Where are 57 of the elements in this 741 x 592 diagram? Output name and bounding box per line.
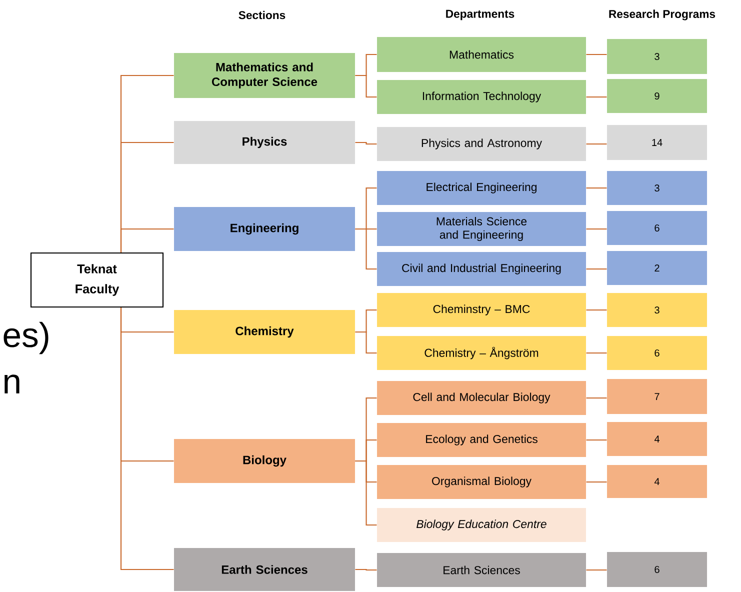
section-box: Chemistry [174, 310, 355, 354]
department-box: Biology Education Centre [377, 508, 586, 542]
connector-line [586, 397, 607, 399]
department-box: Information Technology [377, 80, 586, 114]
department-box: Materials Science and Engineering [377, 212, 586, 246]
connector-line [355, 74, 377, 98]
program-count-box: 3 [607, 171, 708, 205]
connector-line [355, 228, 377, 270]
department-box: Civil and Industrial Engineering [377, 252, 586, 286]
section-box: Earth Sciences [174, 548, 355, 591]
department-box: Earth Sciences [377, 553, 586, 587]
column-heading: Departments [446, 10, 514, 20]
program-count-box: 2 [607, 251, 708, 285]
department-box: Physics and Astronomy [377, 127, 586, 161]
faculty-box: Teknat Faculty [30, 252, 164, 308]
column-heading: Research Programs [609, 10, 716, 20]
program-count-box: 4 [607, 422, 708, 456]
department-box: Ecology and Genetics [377, 423, 586, 457]
department-box: Electrical Engineering [377, 171, 586, 205]
department-box: Chemistry – Ångström [377, 336, 586, 370]
connector-line [586, 439, 607, 441]
program-count-box: 6 [607, 336, 708, 370]
program-count-box: 4 [607, 465, 708, 498]
partial-text: n [4, 374, 20, 394]
connector-line [586, 187, 607, 189]
partial-text: es) [4, 322, 48, 354]
connector-line [586, 96, 607, 98]
connector-line [586, 143, 607, 145]
connector-line [586, 569, 607, 571]
section-box: Engineering [174, 207, 355, 251]
connector-line [355, 142, 377, 145]
connector-line [355, 568, 377, 571]
connector-line [586, 309, 607, 311]
connector-line [120, 228, 174, 252]
connector-line [120, 308, 174, 570]
connector-line [355, 460, 377, 526]
department-box: Cheminstry – BMC [377, 293, 586, 327]
connector-line [586, 54, 607, 56]
connector-line [586, 268, 607, 270]
department-box: Organismal Biology [377, 465, 586, 499]
connector-line [355, 331, 377, 354]
department-box: Cell and Molecular Biology [377, 381, 586, 415]
column-heading: Sections [238, 10, 286, 20]
section-box: Physics [174, 121, 355, 164]
program-count-box: 7 [607, 379, 708, 414]
section-box: Mathematics and Computer Science [174, 53, 355, 98]
program-count-box: 3 [607, 39, 708, 74]
program-count-box: 3 [607, 293, 708, 327]
department-box: Mathematics [377, 37, 586, 72]
connector-line [586, 481, 607, 483]
section-box: Biology [174, 439, 355, 483]
program-count-box: 14 [607, 125, 708, 160]
program-count-box: 9 [607, 79, 708, 113]
program-count-box: 6 [607, 211, 708, 245]
connector-line [586, 352, 607, 354]
connector-line [586, 228, 607, 230]
program-count-box: 6 [607, 552, 708, 587]
